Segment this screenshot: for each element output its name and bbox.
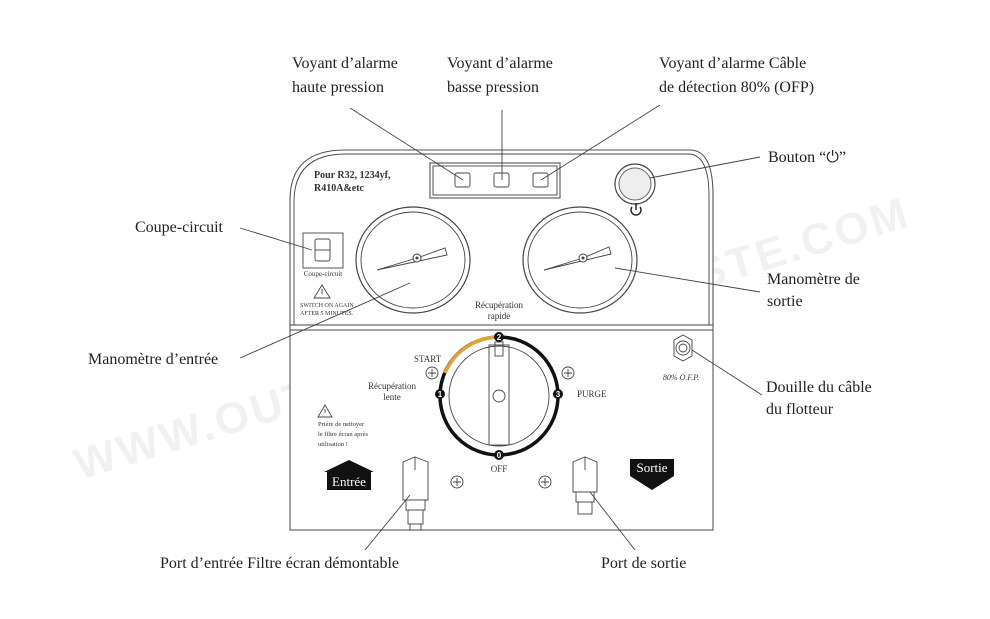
alarm-lights-box	[429, 162, 561, 199]
start-label: START	[414, 354, 442, 364]
callout-lines	[239, 104, 763, 551]
callout-low-pressure-1: Voyant d’alarme	[447, 55, 553, 72]
fast-recovery-label-2: rapide	[488, 311, 511, 321]
callout-high-pressure-1: Voyant d’alarme	[292, 55, 398, 72]
callout-outlet-gauge-2: sortie	[767, 293, 803, 310]
restart-warning-2: AFTER 5 MINUTES.	[300, 311, 354, 317]
fast-recovery-label-1: Récupération	[475, 300, 523, 310]
callout-breaker: Coupe-circuit	[135, 219, 224, 236]
callout-inlet-gauge: Manomètre d’entrée	[88, 351, 218, 368]
refrigerant-label-2: R410A&etc	[314, 183, 365, 194]
callout-outlet-port: Port de sortie	[601, 555, 686, 572]
inlet-arrow-icon	[324, 460, 374, 490]
callout-high-pressure-2: haute pression	[292, 79, 384, 96]
fast-recovery-arc	[443, 335, 500, 374]
power-icon	[630, 203, 642, 216]
callout-power-button: Bouton “⏻”	[768, 149, 846, 166]
callout-ofp-alarm-2: de détection 80% (OFP)	[659, 79, 814, 96]
position-0: 0	[497, 451, 502, 460]
mode-knob[interactable]	[438, 335, 560, 457]
callout-float-socket-1: Douille du câble	[766, 379, 872, 396]
inlet-port[interactable]	[402, 456, 429, 531]
screw-icons	[425, 366, 575, 489]
off-label: OFF	[491, 464, 508, 474]
float-cable-socket[interactable]	[673, 334, 693, 362]
callout-float-socket-2: du flotteur	[766, 401, 834, 418]
filter-warning-2: le filtre écran après	[318, 431, 368, 438]
inlet-gauge	[355, 206, 471, 314]
outlet-gauge	[522, 206, 638, 314]
callout-inlet-port: Port d’entrée Filtre écran démontable	[160, 555, 399, 572]
outlet-label: Sortie	[636, 460, 667, 475]
filter-warning-1: Prière de nettoyer	[318, 421, 365, 428]
slow-recovery-label-2: lente	[383, 392, 401, 402]
high-pressure-light	[454, 172, 471, 188]
low-pressure-light	[493, 172, 510, 188]
outlet-port[interactable]	[572, 456, 598, 515]
knob-position-markers: 2 1 3 0	[435, 332, 563, 460]
power-button[interactable]	[614, 163, 656, 205]
restart-warning-1: SWITCH ON AGAIN	[300, 303, 354, 309]
circuit-breaker[interactable]	[302, 232, 344, 269]
filter-warning-3: utilisation !	[318, 441, 348, 448]
outlet-arrow-icon	[630, 459, 674, 490]
warning-icon	[313, 284, 331, 299]
position-1: 1	[438, 390, 443, 399]
callout-ofp-alarm-1: Voyant d’alarme Câble	[659, 55, 806, 72]
breaker-label: Coupe-circuit	[304, 270, 343, 278]
purge-label: PURGE	[577, 389, 607, 399]
warning-icon	[317, 404, 333, 418]
callout-outlet-gauge-1: Manomètre de	[767, 271, 860, 288]
inlet-label: Entrée	[332, 474, 366, 489]
ofp-label: 80% O.F.P.	[663, 373, 699, 382]
refrigerant-label-1: Pour R32, 1234yf,	[314, 170, 391, 181]
position-3: 3	[556, 390, 561, 399]
callout-low-pressure-2: basse pression	[447, 79, 539, 96]
ofp-light	[532, 172, 549, 188]
position-2: 2	[497, 333, 502, 342]
slow-recovery-label-1: Récupération	[368, 381, 416, 391]
